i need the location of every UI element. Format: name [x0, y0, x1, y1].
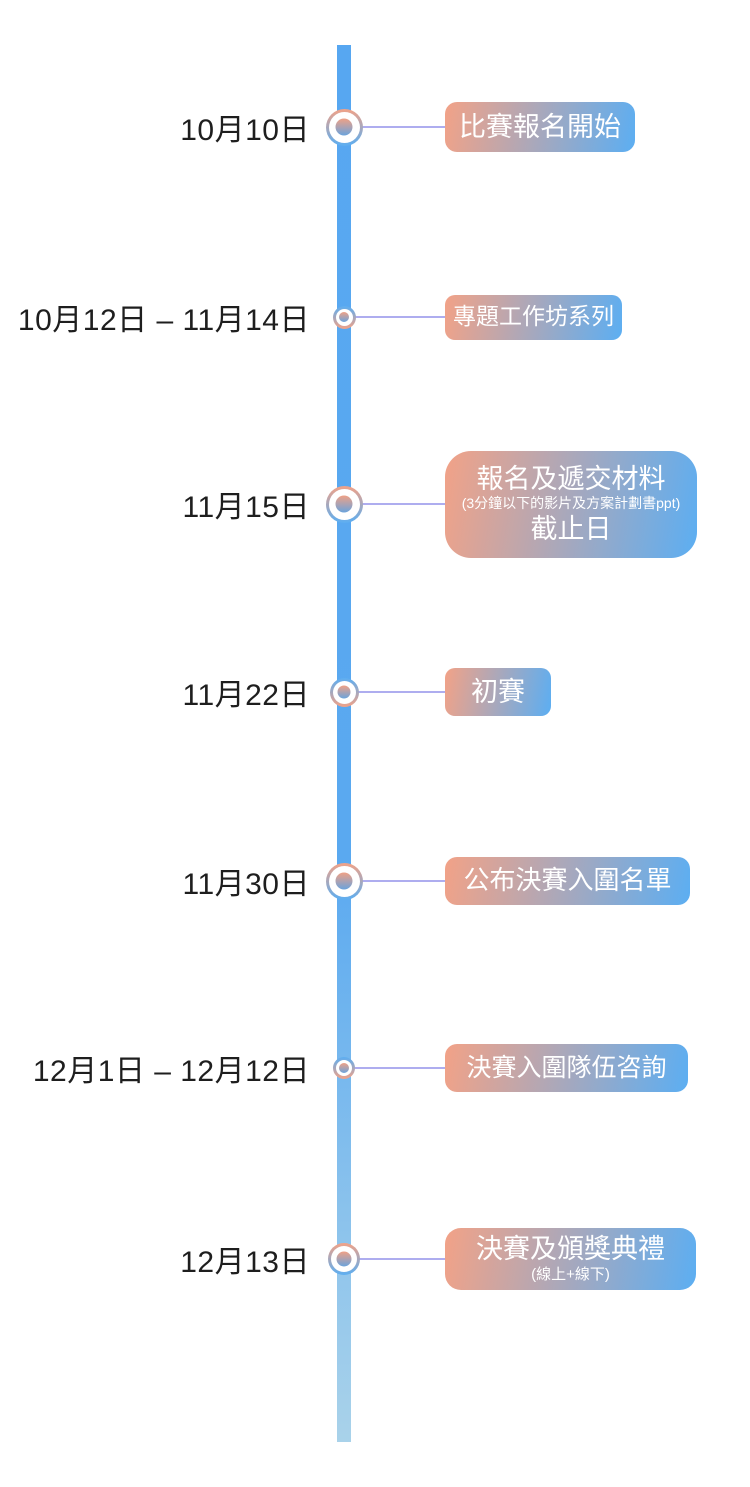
- event-label: 公布決賽入圍名單: [463, 865, 672, 896]
- event-node-marker: [332, 305, 356, 329]
- event-node-dot: [339, 1063, 349, 1073]
- event-sublabel: (3分鐘以下的影片及方案計劃書ppt): [461, 495, 681, 512]
- event-node-marker: [333, 1057, 355, 1079]
- event-label-card: 專題工作坊系列: [445, 294, 622, 340]
- event-node-marker: [325, 862, 363, 900]
- event-label: 專題工作坊系列: [453, 303, 614, 330]
- event-connector-line: [344, 126, 449, 128]
- event-node-dot: [335, 872, 353, 890]
- event-label-card: 決賽及頒獎典禮(線上+線下): [445, 1228, 696, 1290]
- event-date-label: 11月15日: [182, 491, 310, 524]
- event-label-card: 比賽報名開始: [445, 102, 635, 152]
- event-date-label: 12月13日: [180, 1246, 310, 1279]
- event-date-label: 11月22日: [182, 679, 310, 712]
- event-label: 比賽報名開始: [459, 111, 621, 142]
- event-connector-line: [344, 316, 449, 318]
- event-label: 初賽: [471, 676, 525, 707]
- event-node-dot: [335, 118, 353, 136]
- event-node-dot: [335, 495, 353, 513]
- event-date-label: 11月30日: [182, 868, 310, 901]
- event-node-marker: [325, 108, 363, 146]
- timeline-axis-line: [337, 45, 351, 1442]
- event-node-marker: [325, 485, 363, 523]
- event-connector-line: [344, 1067, 449, 1069]
- event-label-card: 決賽入圍隊伍咨詢: [445, 1044, 688, 1092]
- event-label: 決賽及頒獎典禮: [476, 1234, 665, 1265]
- event-connector-line: [344, 880, 449, 882]
- event-label-card: 初賽: [445, 668, 551, 716]
- event-date-label: 10月12日 – 11月14日: [17, 304, 310, 337]
- event-node-marker: [329, 677, 359, 707]
- event-label-card: 公布決賽入圍名單: [445, 857, 690, 905]
- event-label-suffix: 截止日: [530, 513, 612, 544]
- event-date-label: 10月10日: [180, 114, 310, 147]
- event-node-marker: [328, 1243, 360, 1275]
- event-label: 決賽入圍隊伍咨詢: [466, 1054, 667, 1082]
- event-date-label: 12月1日 – 12月12日: [32, 1055, 310, 1088]
- event-node-dot: [336, 1251, 352, 1267]
- event-connector-line: [344, 1258, 449, 1260]
- event-connector-line: [344, 691, 449, 693]
- event-connector-line: [344, 503, 449, 505]
- event-node-dot: [339, 312, 349, 322]
- event-sublabel: (線上+線下): [531, 1265, 610, 1283]
- event-label: 報名及遞交材料: [476, 463, 666, 494]
- event-label-card: 報名及遞交材料(3分鐘以下的影片及方案計劃書ppt)截止日: [445, 450, 697, 558]
- event-node-dot: [337, 685, 351, 699]
